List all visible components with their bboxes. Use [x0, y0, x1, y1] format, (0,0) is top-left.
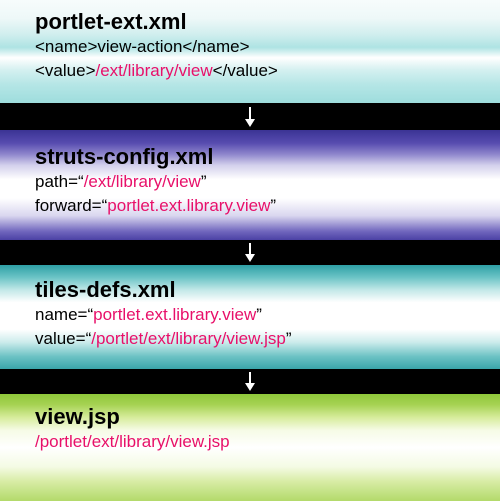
panel-tiles-defs: tiles-defs.xml name=“portlet.ext.library…: [0, 265, 500, 369]
line-suffix: ”: [270, 196, 277, 215]
arrow-down-icon: [245, 372, 255, 391]
line-highlight: /ext/library/view: [83, 172, 201, 191]
panel-title: struts-config.xml: [35, 144, 214, 169]
line-text: forward=“: [35, 196, 108, 215]
arrow-down-icon: [245, 243, 255, 262]
connector-2: [0, 240, 500, 265]
line-suffix: ”: [256, 305, 262, 324]
panel-line: forward=“portlet.ext.library.view”: [35, 194, 500, 218]
panel-struts-config: struts-config.xml path=“/ext/library/vie…: [0, 130, 500, 240]
arrow-down-icon: [245, 107, 255, 127]
line-highlight: /ext/library/view: [95, 61, 213, 80]
panel-portlet-ext: portlet-ext.xml <name>view-action</name>…: [0, 0, 500, 103]
panel-line: path=“/ext/library/view”: [35, 170, 500, 194]
line-text: <value>: [35, 61, 96, 80]
panel-line: name=“portlet.ext.library.view”: [35, 303, 500, 327]
panel-line: <value>/ext/library/view</value>: [35, 59, 500, 83]
panel-title: tiles-defs.xml: [35, 277, 176, 302]
line-highlight: /portlet/ext/library/view.jsp: [91, 329, 286, 348]
panel-title: portlet-ext.xml: [35, 9, 187, 34]
panel-line: value=“/portlet/ext/library/view.jsp”: [35, 327, 500, 351]
line-suffix: ”: [200, 172, 207, 191]
connector-1: [0, 103, 500, 130]
line-highlight: portlet.ext.library.view: [107, 196, 271, 215]
panel-line: /portlet/ext/library/view.jsp: [35, 430, 500, 454]
line-highlight: /portlet/ext/library/view.jsp: [35, 432, 230, 451]
line-highlight: portlet.ext.library.view: [93, 305, 257, 324]
connector-3: [0, 369, 500, 394]
line-text: value=“: [35, 329, 92, 348]
panel-view-jsp: view.jsp /portlet/ext/library/view.jsp: [0, 394, 500, 501]
line-suffix: </value>: [212, 61, 278, 80]
line-text: <name>view-action</name>: [35, 37, 250, 56]
line-suffix: ”: [285, 329, 292, 348]
panel-line: <name>view-action</name>: [35, 35, 500, 59]
panel-title: view.jsp: [35, 404, 120, 429]
line-text: path=“: [35, 172, 84, 191]
line-text: name=“: [35, 305, 94, 324]
